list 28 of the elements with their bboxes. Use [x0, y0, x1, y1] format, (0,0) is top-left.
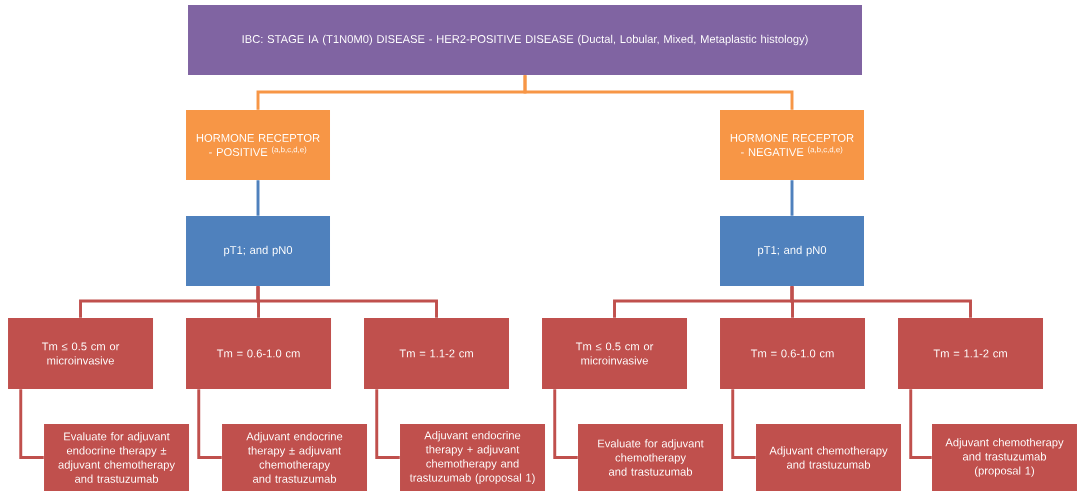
size-box: Tm = 0.6-1.0 cm [720, 318, 865, 389]
connector-line [256, 180, 260, 216]
connector-line [19, 389, 44, 459]
receptor-box: HORMONE RECEPTOR - POSITIVE $^{(a,b,c,d,e)}$ [186, 110, 330, 180]
size-box: Tm = 1.1-2 cm [898, 318, 1043, 389]
receptor-box: HORMONE RECEPTOR - NEGATIVE $^{(a,b,c,d,e)}$ [720, 110, 864, 180]
treatment-box: Evaluate for adjuvant endocrine therapy ± adjuvant chemotherapy and trastuzumab [44, 424, 189, 491]
connector-line [197, 389, 222, 459]
size-box: Tm ≤ 0.5 cm or microinvasive [8, 318, 153, 389]
connector-line [790, 180, 794, 216]
connector-line [790, 286, 972, 318]
stage-box: pT1; and pN0 [720, 216, 864, 286]
connector-line [375, 389, 400, 459]
treatment-box: Adjuvant chemotherapy and trastuzumab (proposal 1) [932, 424, 1077, 491]
treatment-box: Evaluate for adjuvant chemotherapy and trastuzumab [578, 424, 723, 491]
connector-line [523, 75, 794, 110]
treatment-box: Adjuvant chemotherapy and trastuzumab [756, 424, 901, 491]
size-box: Tm = 0.6-1.0 cm [186, 318, 331, 389]
connector-line [909, 389, 932, 459]
treatment-box: Adjuvant endocrine therapy ± adjuvant chemotherapy and trastuzumab [222, 424, 367, 491]
connector-line [731, 389, 756, 459]
title-box: IBC: STAGE IA (T1N0M0) DISEASE - HER2-POSITIVE DISEASE (Ductal, Lobular, Mixed, Metaplastic histology) [188, 5, 862, 75]
connector-line [553, 389, 578, 459]
stage-box: pT1; and pN0 [186, 216, 330, 286]
treatment-box: Adjuvant endocrine therapy + adjuvant chemotherapy and trastuzumab (proposal 1) [400, 424, 545, 491]
size-box: Tm = 1.1-2 cm [364, 318, 509, 389]
connector-line [256, 286, 438, 318]
size-box: Tm ≤ 0.5 cm or microinvasive [542, 318, 687, 389]
